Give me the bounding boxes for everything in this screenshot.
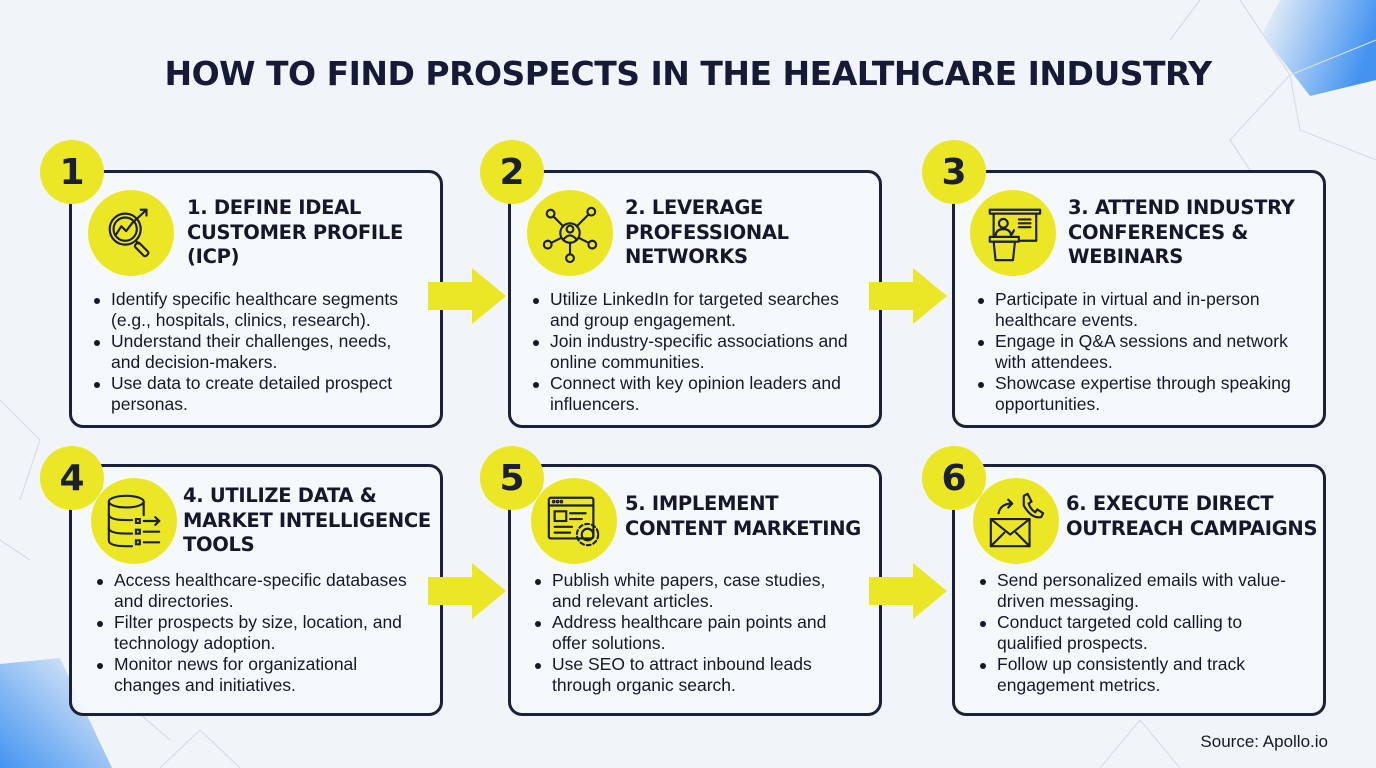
title-line: PROFESSIONAL xyxy=(625,220,789,244)
title-line: CONTENT MARKETING xyxy=(625,516,861,540)
webpage-gear-icon xyxy=(531,478,617,564)
source-credit: Source: Apollo.io xyxy=(1200,732,1328,751)
bullet-item: Identify specific healthcare segments(e.… xyxy=(92,289,398,331)
step-bullets-5: Publish white papers, case studies,and r… xyxy=(533,570,826,696)
step-number-badge-2: 2 xyxy=(480,140,544,204)
email-phone-icon xyxy=(973,478,1059,564)
step-number-badge-3: 3 xyxy=(922,140,986,204)
title-line: CONFERENCES & xyxy=(1068,220,1249,244)
title-line: WEBINARS xyxy=(1068,245,1184,268)
step-title-5: 5. IMPLEMENT CONTENT MARKETING xyxy=(625,492,861,541)
title-line: 1. DEFINE IDEAL xyxy=(187,196,362,219)
step-title-3: 3. ATTEND INDUSTRY CONFERENCES & WEBINAR… xyxy=(1068,196,1295,270)
title-line: 3. ATTEND INDUSTRY xyxy=(1068,196,1295,219)
step-title-2: 2. LEVERAGE PROFESSIONAL NETWORKS xyxy=(625,196,789,270)
arrow-right-icon xyxy=(869,268,947,324)
step-number-badge-5: 5 xyxy=(480,446,544,510)
title-line: 2. LEVERAGE xyxy=(625,196,764,219)
step-title-6: 6. EXECUTE DIRECT OUTREACH CAMPAIGNS xyxy=(1066,492,1317,541)
title-line: OUTREACH CAMPAIGNS xyxy=(1066,516,1318,540)
presenter-podium-icon xyxy=(970,190,1056,276)
title-line: MARKET INTELLIGENCE xyxy=(183,508,431,532)
step-title-1: 1. DEFINE IDEAL CUSTOMER PROFILE (ICP) xyxy=(187,196,403,270)
bullet-item: Publish white papers, case studies,and r… xyxy=(533,570,826,612)
step-number-badge-4: 4 xyxy=(40,446,104,510)
arrow-right-icon xyxy=(428,563,506,619)
title-line: TOOLS xyxy=(183,533,255,556)
title-line: 5. IMPLEMENT xyxy=(625,492,779,515)
arrow-right-icon xyxy=(869,563,947,619)
step-bullets-6: Send personalized emails with value-driv… xyxy=(978,570,1286,696)
title-line: (ICP) xyxy=(187,245,240,268)
title-line: CUSTOMER PROFILE xyxy=(187,220,404,244)
title-line: 6. EXECUTE DIRECT xyxy=(1066,492,1274,515)
step-bullets-1: Identify specific healthcare segments(e.… xyxy=(92,289,398,415)
magnifier-chart-icon xyxy=(88,190,174,276)
network-people-icon xyxy=(527,190,613,276)
database-list-icon xyxy=(91,478,177,564)
bullet-item: Understand their challenges, needs,and d… xyxy=(92,331,398,373)
step-number-badge-1: 1 xyxy=(40,140,104,204)
page-title: HOW TO FIND PROSPECTS IN THE HEALTHCARE … xyxy=(164,54,1212,93)
bullet-item: Send personalized emails with value-driv… xyxy=(978,570,1286,612)
step-title-4: 4. UTILIZE DATA & MARKET INTELLIGENCE TO… xyxy=(183,484,431,558)
title-line: 4. UTILIZE DATA & xyxy=(183,484,377,507)
title-line: NETWORKS xyxy=(625,245,748,268)
step-number-badge-6: 6 xyxy=(922,446,986,510)
arrow-right-icon xyxy=(428,268,506,324)
